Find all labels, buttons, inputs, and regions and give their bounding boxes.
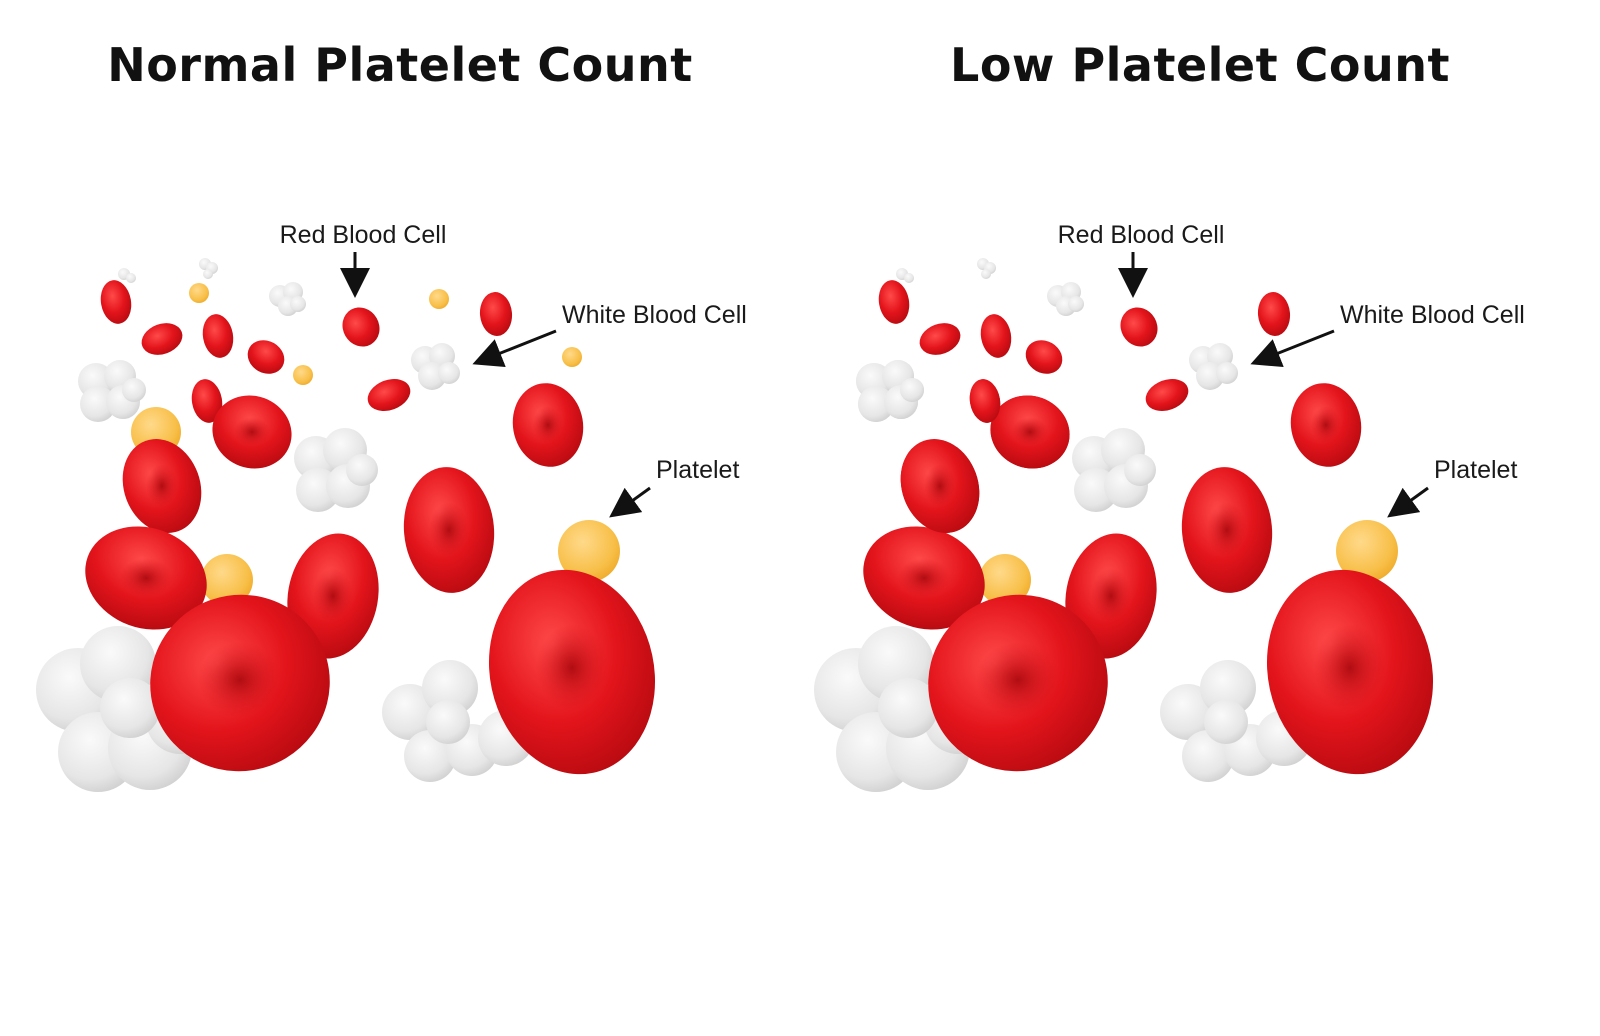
arrow-platelet (609, 486, 651, 518)
arrow-platelet (1387, 486, 1429, 518)
label-white-blood-cell: White Blood Cell (562, 301, 747, 329)
panel-title-normal: Normal Platelet Count (107, 38, 693, 92)
cells-normal (36, 258, 674, 797)
cells-low (814, 258, 1452, 797)
label-white-blood-cell: White Blood Cell (1340, 301, 1525, 329)
panel-title-low: Low Platelet Count (950, 38, 1450, 92)
label-platelet: Platelet (1434, 456, 1517, 484)
label-red-blood-cell: Red Blood Cell (280, 221, 447, 249)
label-red-blood-cell: Red Blood Cell (1058, 221, 1225, 249)
panel-normal: Red Blood Cell White Blood Cell Platelet (36, 221, 747, 797)
label-platelet: Platelet (656, 456, 739, 484)
arrow-white-blood-cell (472, 329, 557, 368)
panel-low: Red Blood Cell White Blood Cell Platelet (814, 221, 1525, 797)
arrow-white-blood-cell (1250, 329, 1335, 368)
